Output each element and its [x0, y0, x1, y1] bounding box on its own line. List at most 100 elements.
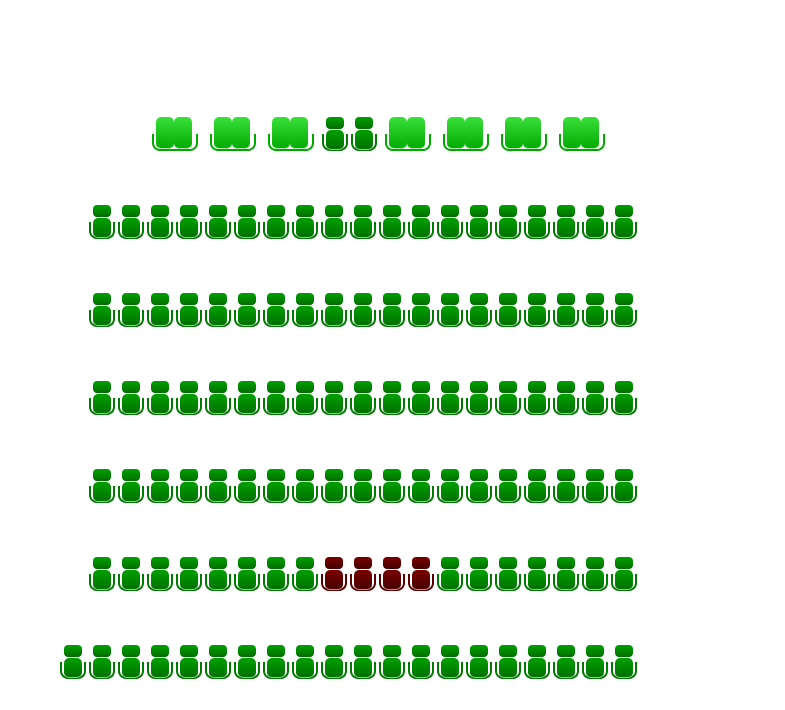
seat-available[interactable]: [611, 645, 637, 681]
seat-available[interactable]: [176, 645, 202, 681]
seat-available[interactable]: [205, 469, 231, 505]
seat-available[interactable]: [263, 469, 289, 505]
seat-available[interactable]: [495, 381, 521, 417]
seat-available[interactable]: [263, 645, 289, 681]
seat-available[interactable]: [205, 557, 231, 593]
seat-available[interactable]: [350, 645, 376, 681]
seat-available[interactable]: [466, 469, 492, 505]
seat-available[interactable]: [89, 469, 115, 505]
seat-available[interactable]: [524, 381, 550, 417]
seat-available[interactable]: [205, 381, 231, 417]
seat-available[interactable]: [379, 381, 405, 417]
seat-available[interactable]: [466, 645, 492, 681]
seat-available[interactable]: [147, 293, 173, 329]
seat-available[interactable]: [408, 645, 434, 681]
seat-available[interactable]: [89, 645, 115, 681]
seat-available[interactable]: [176, 205, 202, 241]
seat-available[interactable]: [582, 293, 608, 329]
seat-available[interactable]: [553, 293, 579, 329]
seat-available[interactable]: [495, 469, 521, 505]
seat-available[interactable]: [582, 645, 608, 681]
seat-available[interactable]: [118, 293, 144, 329]
seat-available[interactable]: [176, 293, 202, 329]
seat-available[interactable]: [263, 557, 289, 593]
seat-taken[interactable]: [350, 557, 376, 593]
seat-available[interactable]: [466, 557, 492, 593]
seat-available[interactable]: [234, 557, 260, 593]
seat-available[interactable]: [466, 381, 492, 417]
seat-available[interactable]: [350, 381, 376, 417]
seat-available[interactable]: [176, 557, 202, 593]
seat-available[interactable]: [205, 645, 231, 681]
seat-available[interactable]: [408, 381, 434, 417]
seat-available[interactable]: [524, 645, 550, 681]
couch-seat[interactable]: [443, 117, 489, 153]
seat-available[interactable]: [89, 381, 115, 417]
seat-available[interactable]: [408, 293, 434, 329]
seat-available[interactable]: [205, 205, 231, 241]
seat-available[interactable]: [263, 381, 289, 417]
seat-available[interactable]: [292, 381, 318, 417]
seat-available[interactable]: [582, 381, 608, 417]
seat-available[interactable]: [118, 469, 144, 505]
seat-available[interactable]: [176, 469, 202, 505]
seat-available[interactable]: [234, 205, 260, 241]
seat-available[interactable]: [60, 645, 86, 681]
seat-available[interactable]: [437, 293, 463, 329]
seat-available[interactable]: [466, 293, 492, 329]
seat-available[interactable]: [234, 645, 260, 681]
seat-available[interactable]: [495, 205, 521, 241]
seat-available[interactable]: [553, 645, 579, 681]
seat-available[interactable]: [524, 293, 550, 329]
seat-available[interactable]: [582, 205, 608, 241]
seat-available[interactable]: [234, 381, 260, 417]
seat-available[interactable]: [611, 469, 637, 505]
seat-taken[interactable]: [379, 557, 405, 593]
seat-available[interactable]: [147, 205, 173, 241]
seat-available[interactable]: [292, 293, 318, 329]
seat-taken[interactable]: [321, 557, 347, 593]
seat-available[interactable]: [437, 557, 463, 593]
couch-seat[interactable]: [385, 117, 431, 153]
seat-available[interactable]: [321, 293, 347, 329]
seat-available[interactable]: [553, 557, 579, 593]
seat-available[interactable]: [118, 645, 144, 681]
seat-available[interactable]: [495, 293, 521, 329]
seat-available[interactable]: [147, 557, 173, 593]
seat-available[interactable]: [553, 469, 579, 505]
seat-available[interactable]: [292, 469, 318, 505]
seat-available[interactable]: [495, 557, 521, 593]
seat-available[interactable]: [147, 381, 173, 417]
seat-available[interactable]: [582, 469, 608, 505]
couch-seat[interactable]: [268, 117, 314, 153]
seat-available[interactable]: [321, 381, 347, 417]
seat-available[interactable]: [321, 469, 347, 505]
seat-available[interactable]: [205, 293, 231, 329]
seat-available[interactable]: [408, 205, 434, 241]
seat-available[interactable]: [553, 381, 579, 417]
seat-available[interactable]: [495, 645, 521, 681]
seat-available[interactable]: [611, 557, 637, 593]
seat-available[interactable]: [89, 205, 115, 241]
couch-seat[interactable]: [559, 117, 605, 153]
seat-available[interactable]: [234, 469, 260, 505]
seat-available[interactable]: [118, 205, 144, 241]
front-seat[interactable]: [351, 117, 377, 153]
seat-available[interactable]: [437, 469, 463, 505]
seat-available[interactable]: [292, 645, 318, 681]
seat-available[interactable]: [350, 293, 376, 329]
seat-available[interactable]: [437, 645, 463, 681]
seat-available[interactable]: [292, 557, 318, 593]
seat-available[interactable]: [553, 205, 579, 241]
seat-available[interactable]: [379, 645, 405, 681]
couch-seat[interactable]: [210, 117, 256, 153]
seat-available[interactable]: [437, 205, 463, 241]
seat-available[interactable]: [321, 645, 347, 681]
seat-available[interactable]: [147, 645, 173, 681]
front-seat[interactable]: [322, 117, 348, 153]
seat-available[interactable]: [118, 557, 144, 593]
couch-seat[interactable]: [501, 117, 547, 153]
seat-available[interactable]: [437, 381, 463, 417]
seat-available[interactable]: [379, 205, 405, 241]
seat-available[interactable]: [263, 293, 289, 329]
